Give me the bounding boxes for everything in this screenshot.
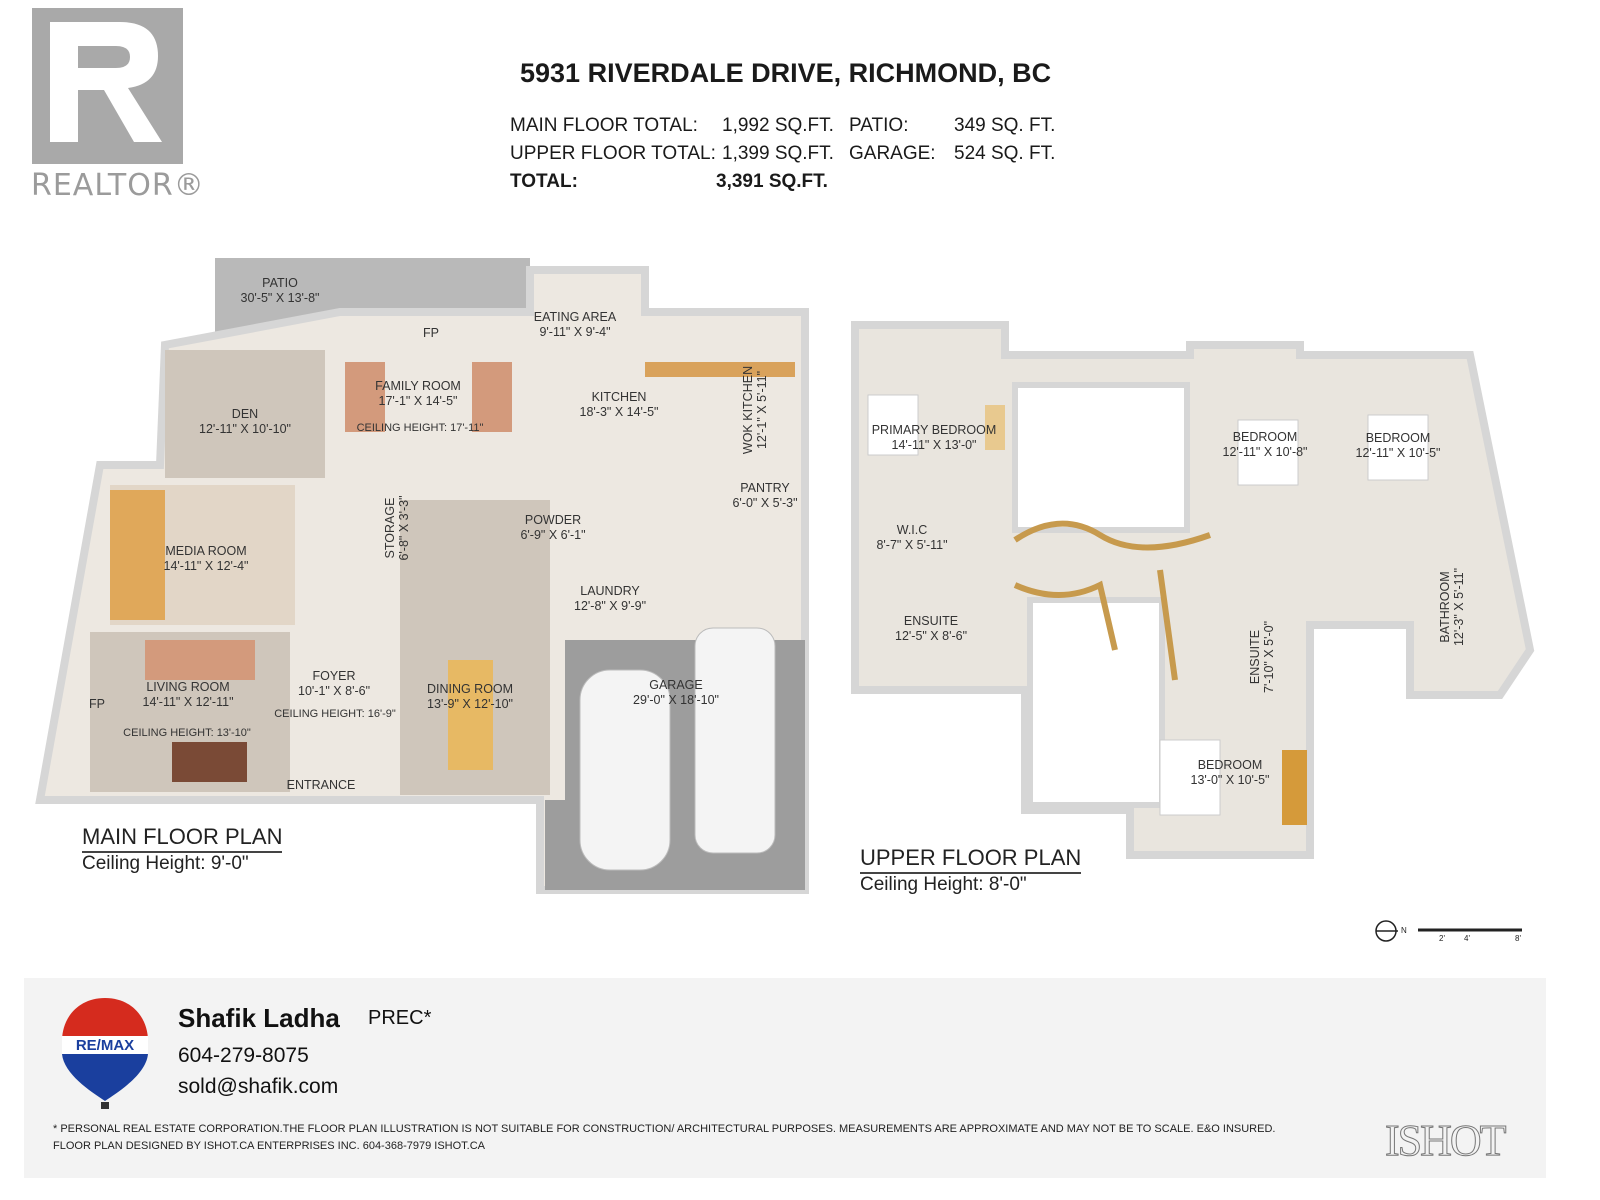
family-sofa — [472, 362, 512, 432]
scale-tick: 8' — [1515, 934, 1521, 943]
open-to-below — [1027, 597, 1165, 808]
media-cabinet — [110, 490, 165, 620]
upper-floor-plan — [851, 321, 1535, 859]
agent-name: Shafik Ladha — [178, 1003, 340, 1033]
main-floor-plan — [35, 258, 809, 894]
fireplace-label: FP — [423, 326, 439, 340]
primary-bed — [867, 394, 919, 456]
north-label: N — [1401, 926, 1407, 935]
realtor-r-icon — [50, 22, 162, 142]
bed — [1159, 739, 1221, 816]
truck — [694, 627, 776, 854]
scale-bar — [1375, 920, 1522, 942]
living-room-ceiling: CEILING HEIGHT: 13'-10" — [123, 727, 251, 739]
foyer-ceiling: CEILING HEIGHT: 16'-9" — [274, 708, 396, 720]
living-sofa — [145, 640, 255, 680]
bed — [1367, 414, 1429, 481]
disclaimer-text: * PERSONAL REAL ESTATE CORPORATION.THE F… — [53, 1123, 1276, 1135]
realtor-wordmark: REALTOR® — [31, 168, 205, 203]
stat-value: 1,992 SQ.FT. — [722, 115, 834, 136]
kitchen-counter — [645, 362, 795, 377]
family-room-ceiling: CEILING HEIGHT: 17'-11" — [356, 422, 484, 434]
stat-label: TOTAL: — [510, 171, 578, 192]
agent-email[interactable]: sold@shafik.com — [178, 1075, 339, 1098]
ishot-logo: ISHOT — [1385, 1116, 1508, 1166]
stat-label: PATIO: — [849, 115, 909, 136]
scale-tick: 4' — [1464, 934, 1470, 943]
stat-value: 1,399 SQ.FT. — [722, 143, 834, 164]
scale-tick: 2' — [1439, 934, 1445, 943]
stat-value: 3,391 SQ.FT. — [716, 171, 828, 192]
family-sofa — [345, 362, 385, 432]
fireplace-label: FP — [89, 697, 105, 711]
remax-balloon-logo: RE/MAX — [62, 998, 148, 1109]
piano — [172, 742, 247, 782]
staircase — [1013, 520, 1212, 681]
stat-value: 349 SQ. FT. — [954, 115, 1056, 136]
floor-plan-drawing — [35, 258, 1535, 942]
agent-footer — [24, 978, 1546, 1178]
car — [579, 669, 671, 871]
stat-value: 524 SQ. FT. — [954, 143, 1056, 164]
agent-phone[interactable]: 604-279-8075 — [178, 1044, 309, 1067]
den-floor — [165, 350, 325, 478]
stat-label: MAIN FLOOR TOTAL: — [510, 115, 698, 136]
svg-text:RE/MAX: RE/MAX — [76, 1037, 134, 1054]
designer-credit: FLOOR PLAN DESIGNED BY ISHOT.CA ENTERPRI… — [53, 1140, 485, 1152]
property-address-title: 5931 RIVERDALE DRIVE, RICHMOND, BC — [520, 58, 1052, 88]
agent-designation: PREC* — [368, 1007, 432, 1029]
bed — [1237, 419, 1299, 486]
open-to-below — [1012, 382, 1190, 533]
stat-label: GARAGE: — [849, 143, 936, 164]
desk — [1282, 750, 1307, 825]
entrance-label: ENTRANCE — [286, 778, 356, 792]
dining-table — [448, 660, 493, 770]
bench — [985, 405, 1005, 450]
stat-label: UPPER FLOOR TOTAL: — [510, 143, 716, 164]
